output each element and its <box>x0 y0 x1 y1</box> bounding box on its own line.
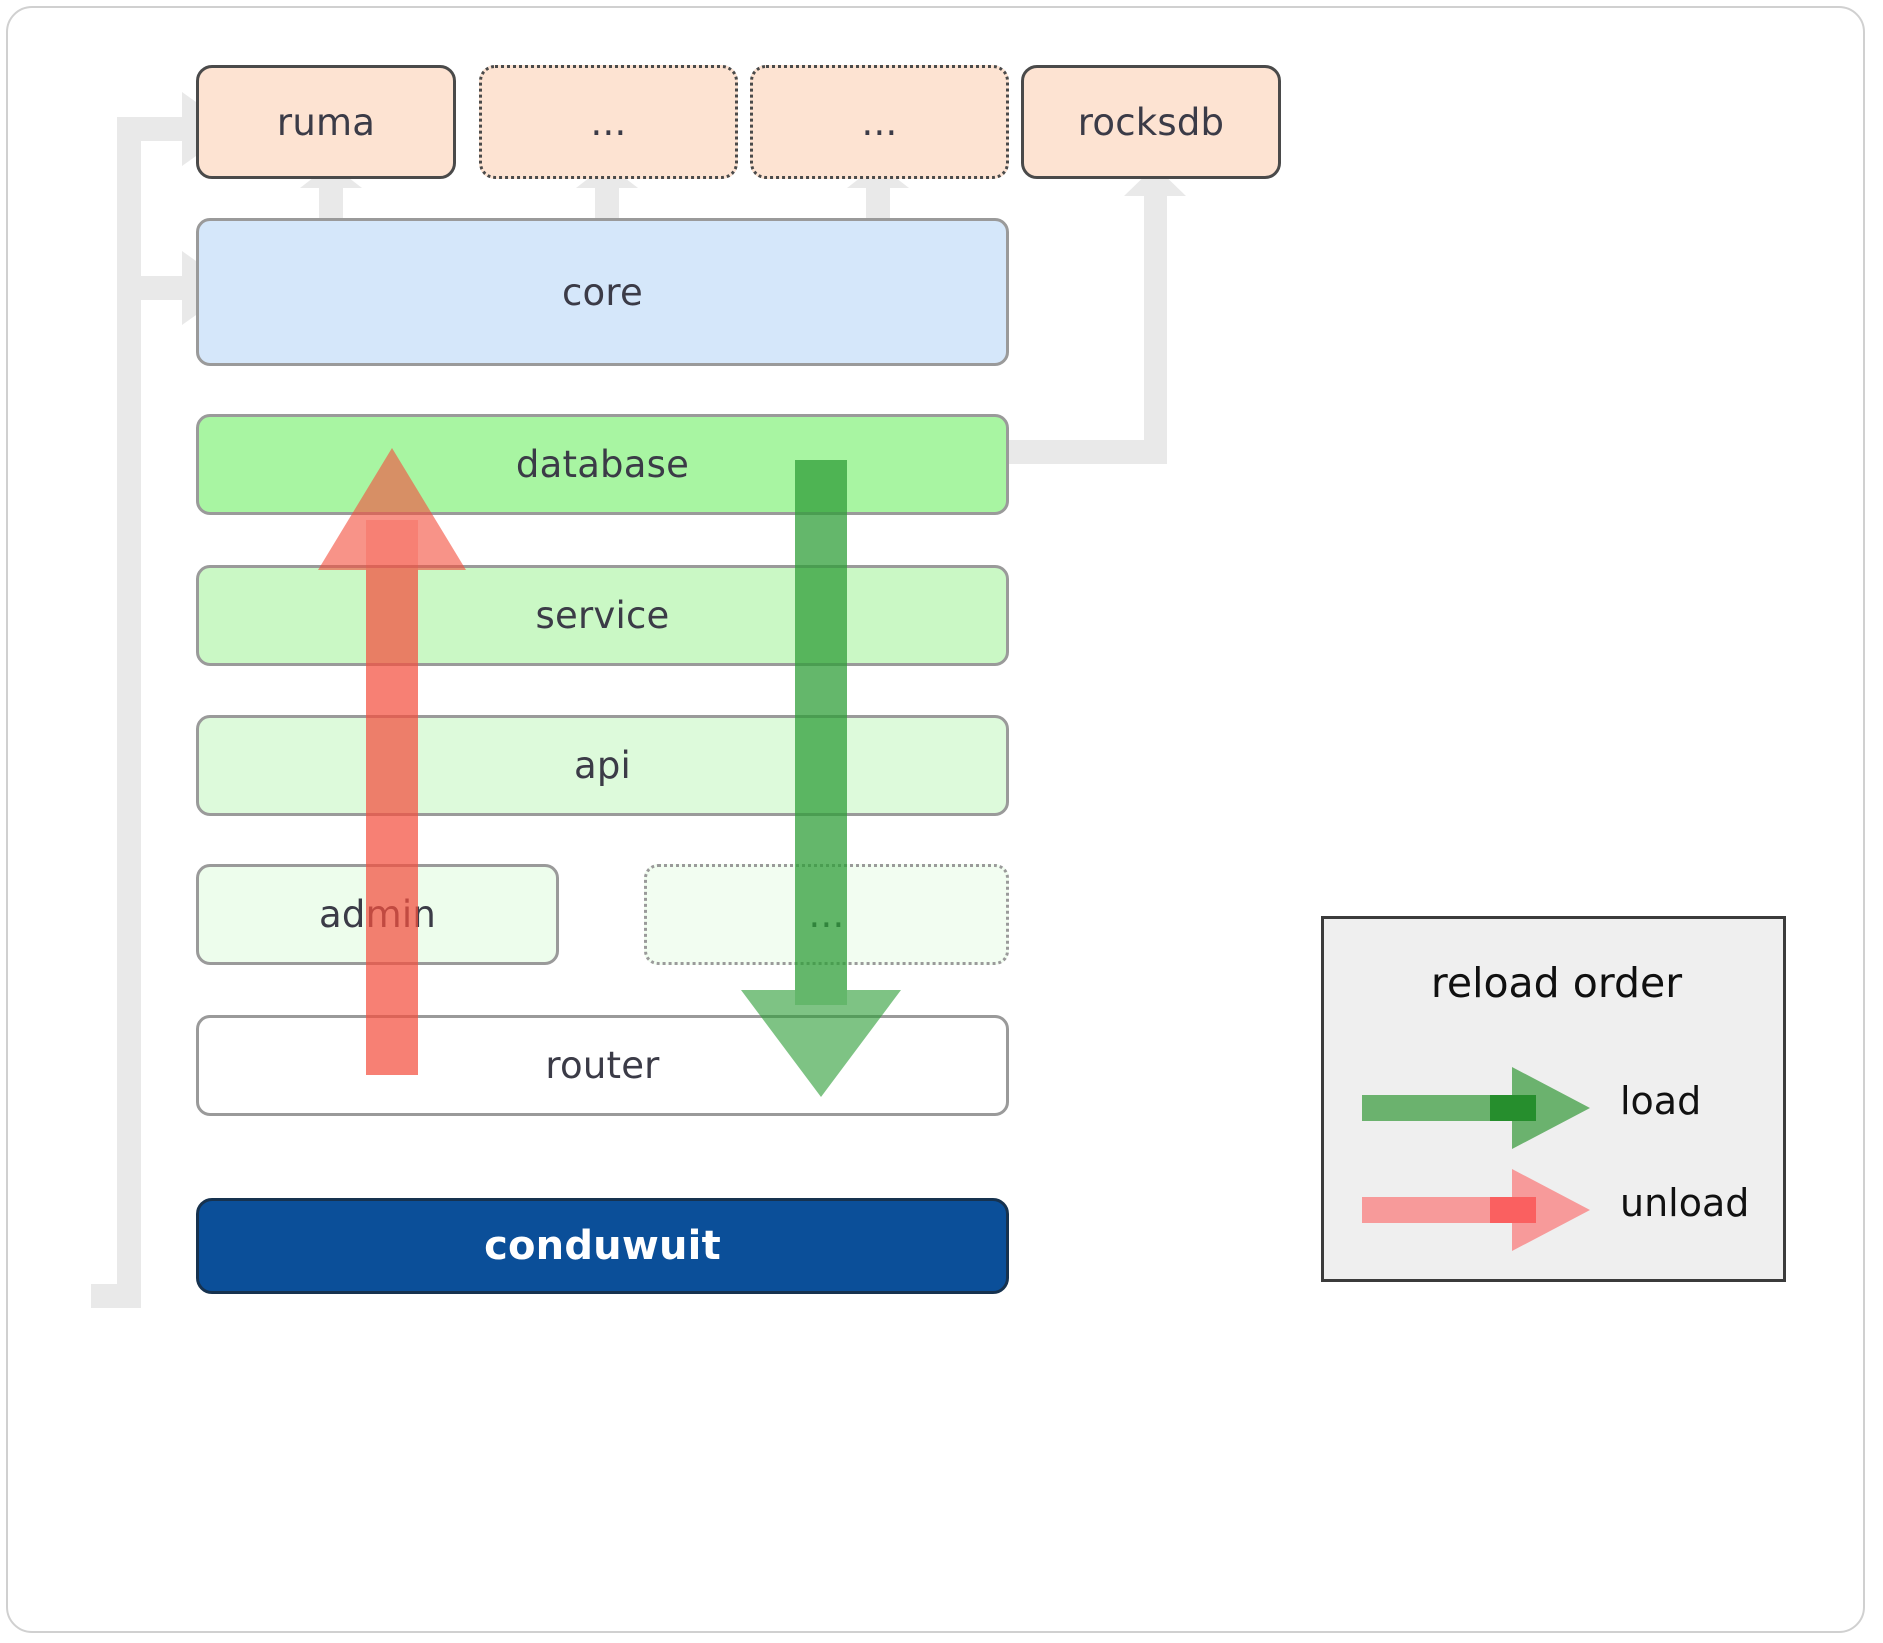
legend-label-unload: unload <box>1620 1181 1750 1225</box>
node-rocksdb: rocksdb <box>1021 65 1281 179</box>
node-layer-ellipsis: ... <box>644 864 1009 965</box>
node-admin: admin <box>196 864 559 965</box>
node-service: service <box>196 565 1009 666</box>
unload-arrow-icon <box>1362 1169 1590 1251</box>
node-label-layer-ellipsis: ... <box>808 893 845 936</box>
node-ruma: ruma <box>196 65 456 179</box>
node-label-database: database <box>515 443 690 486</box>
node-label-api: api <box>573 744 632 787</box>
legend-item-unload: unload <box>1324 1167 1789 1253</box>
node-dependency-ellipsis-2: ... <box>750 65 1009 179</box>
node-conduwuit: conduwuit <box>196 1198 1009 1294</box>
node-router: router <box>196 1015 1009 1116</box>
node-label-admin: admin <box>319 893 436 936</box>
node-core: core <box>196 218 1009 366</box>
legend-panel: reload order load unload <box>1321 916 1786 1282</box>
node-label-service: service <box>535 594 670 637</box>
node-label-router: router <box>545 1044 660 1087</box>
legend-item-load: load <box>1324 1065 1789 1151</box>
node-label-ruma: ruma <box>276 100 376 144</box>
legend-title: reload order <box>1430 959 1683 1007</box>
node-dependency-ellipsis-1: ... <box>479 65 738 179</box>
node-database: database <box>196 414 1009 515</box>
node-label-rocksdb: rocksdb <box>1077 100 1225 144</box>
node-label-dependency-ellipsis-1: ... <box>590 100 627 144</box>
node-label-conduwuit: conduwuit <box>484 1223 721 1269</box>
node-label-core: core <box>562 270 643 314</box>
load-arrow-icon <box>1362 1067 1590 1149</box>
legend-label-load: load <box>1620 1079 1702 1123</box>
node-label-dependency-ellipsis-2: ... <box>861 100 898 144</box>
node-api: api <box>196 715 1009 816</box>
